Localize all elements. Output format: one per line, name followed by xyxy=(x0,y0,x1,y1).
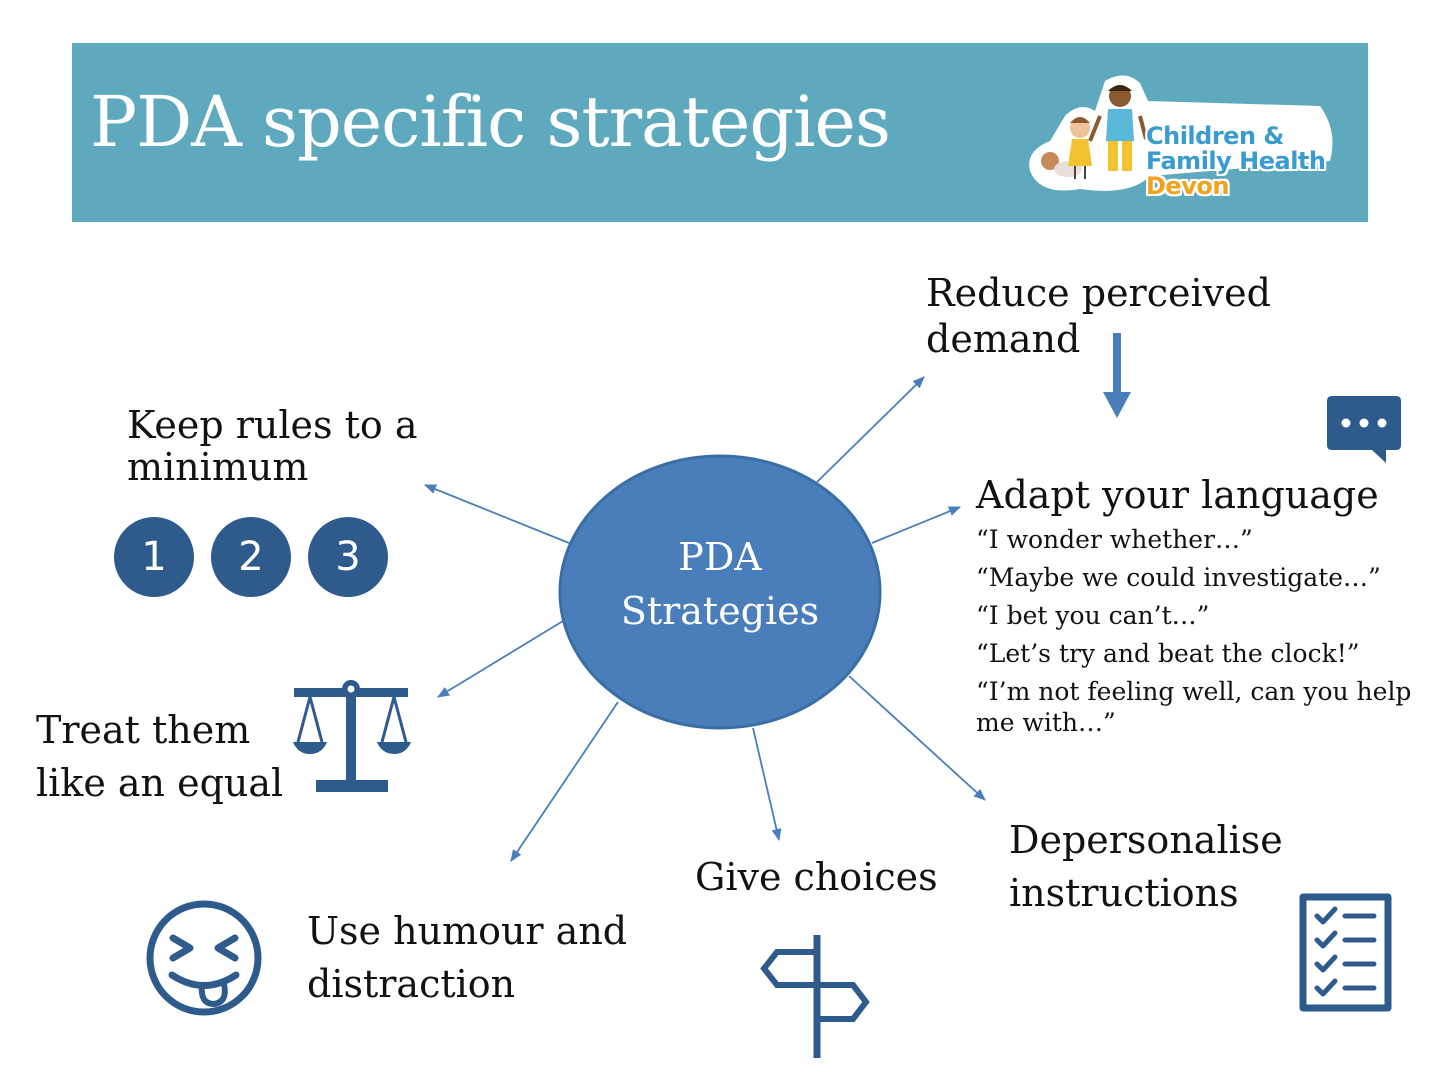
speech-bubble-icon xyxy=(1327,396,1401,463)
center-ellipse xyxy=(558,454,882,730)
logo-wordmark: Children & Family Health Devon xyxy=(1146,124,1326,199)
arrow-to-reduce-demand xyxy=(816,376,925,483)
keep-rules-line-1: Keep rules to a xyxy=(127,403,418,447)
header-banner: PDA specific strategies Children & Fa xyxy=(72,43,1368,222)
down-arrow-icon xyxy=(1103,333,1131,418)
quote-item: “Maybe we could investigate…” xyxy=(976,563,1381,592)
quote-item: “I bet you can’t…” xyxy=(976,601,1210,630)
language-examples: “I wonder whether…” “Maybe we could inve… xyxy=(976,524,1436,745)
reduce-demand-label: Reduce perceived demand xyxy=(926,270,1271,362)
depersonalise-label: Depersonalise instructions xyxy=(1009,814,1283,920)
checklist-icon xyxy=(1299,893,1392,1012)
treat-equal-line-1: Treat them xyxy=(36,708,251,752)
logo-line-2: Family Health xyxy=(1146,147,1326,175)
reduce-demand-line-2: demand xyxy=(926,317,1081,361)
logo-line-1: Children & xyxy=(1146,122,1284,150)
number-circle-3: 3 xyxy=(308,517,388,597)
scales-icon xyxy=(293,680,411,792)
center-label: PDA Strategies xyxy=(560,530,880,638)
number-circle-2: 2 xyxy=(211,517,291,597)
humour-line-2: distraction xyxy=(307,962,516,1006)
laughing-face-icon xyxy=(146,900,262,1016)
arrow-to-keep-rules xyxy=(424,484,570,544)
treat-equal-line-2: like an equal xyxy=(36,761,284,805)
signpost-icon xyxy=(760,935,870,1058)
cfhd-logo: Children & Family Health Devon xyxy=(1020,71,1340,201)
depersonalise-line-2: instructions xyxy=(1009,871,1239,915)
quote-item: “I wonder whether…” xyxy=(976,525,1253,554)
quote-item: “Let’s try and beat the clock!” xyxy=(976,639,1360,668)
keep-rules-label: Keep rules to a minimum xyxy=(127,404,418,488)
arrow-to-choices xyxy=(752,727,782,841)
arrow-to-depersonalise xyxy=(848,675,986,801)
logo-line-3: Devon xyxy=(1146,172,1229,200)
arrow-to-adapt-language xyxy=(871,506,961,544)
page-title: PDA specific strategies xyxy=(90,81,891,163)
treat-equal-label: Treat them like an equal xyxy=(36,704,283,810)
number-circle-1: 1 xyxy=(114,517,194,597)
humour-line-1: Use humour and xyxy=(307,909,628,953)
humour-label: Use humour and distraction xyxy=(307,905,627,1011)
arrow-to-treat-equal xyxy=(437,620,564,698)
depersonalise-line-1: Depersonalise xyxy=(1009,818,1283,862)
reduce-demand-line-1: Reduce perceived xyxy=(926,271,1271,315)
logo-children-icon xyxy=(1029,75,1333,191)
quote-item: “I’m not feeling well, can you help me w… xyxy=(976,677,1412,737)
adapt-language-heading: Adapt your language xyxy=(976,473,1379,517)
keep-rules-line-2: minimum xyxy=(127,445,309,489)
choices-label: Give choices xyxy=(695,855,938,899)
center-label-line-2: Strategies xyxy=(620,589,820,633)
center-label-line-1: PDA xyxy=(678,535,762,579)
arrow-to-humour xyxy=(510,701,619,862)
